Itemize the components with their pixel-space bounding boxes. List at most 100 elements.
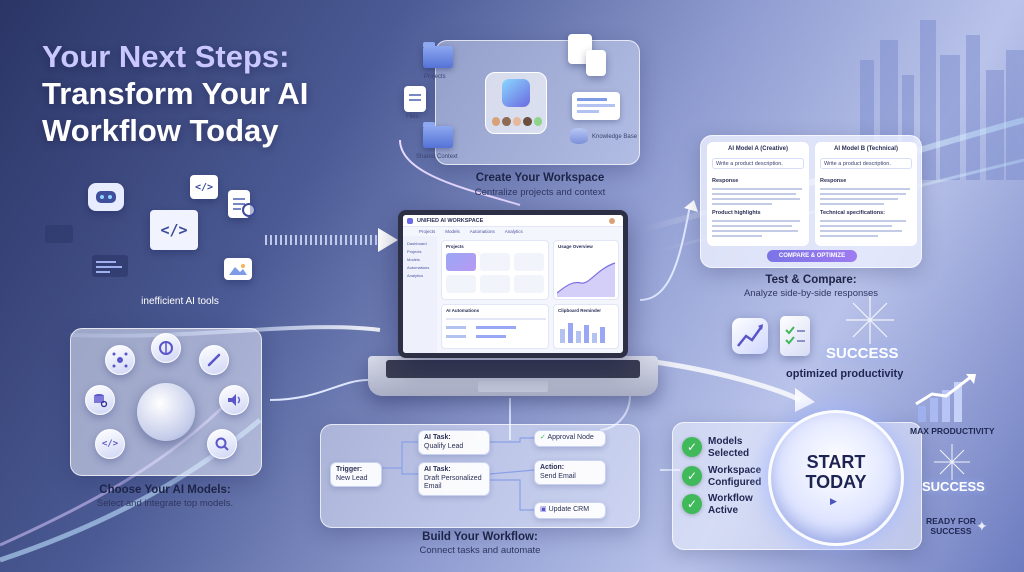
check-icon: ✓ [682, 466, 702, 486]
shared-context-label: Shared Context [416, 154, 458, 160]
page-title: Your Next Steps: Transform Your AI Workf… [42, 38, 372, 149]
model-a-highlights-lines [712, 220, 800, 237]
app-logo-icon [407, 218, 413, 224]
start-today-label[interactable]: START TODAY [768, 452, 904, 492]
project-card[interactable] [480, 253, 510, 271]
terminal-window [92, 255, 128, 277]
sidebar-item-analytics[interactable]: Analytics [407, 273, 424, 278]
start-line-2: TODAY [805, 472, 867, 492]
tab-projects[interactable]: Projects [419, 229, 436, 234]
model-b-specs-label: Technical specifications: [820, 210, 886, 216]
checklist-item-models: Models Selected [708, 436, 749, 460]
approval-label: Approval Node [547, 434, 594, 441]
ready-line-2: SUCCESS [930, 526, 972, 536]
usage-widget: Usage Overview [553, 240, 619, 300]
sparkle-icon [934, 444, 970, 480]
avatar [523, 117, 532, 126]
project-card[interactable] [446, 275, 476, 293]
brush-glyph [207, 353, 221, 367]
database-search-icon[interactable] [85, 385, 115, 415]
search-icon[interactable] [207, 429, 237, 459]
image-glyph [229, 264, 247, 275]
clipboard-widget: Clipboard Reminder [553, 304, 619, 349]
workflow-title: Build Your Workflow: [422, 531, 538, 543]
project-card[interactable] [446, 253, 476, 271]
brain-icon[interactable] [151, 333, 181, 363]
neural-network-glyph [112, 352, 128, 368]
growth-chart-icon [732, 318, 768, 354]
star-sparkle-icon: ✦ [976, 518, 988, 534]
checklist-item-workflow: Workflow Active [708, 493, 753, 517]
user-avatar[interactable] [609, 218, 615, 224]
app-sidebar: Dashboard Projects Models Automations An… [403, 236, 437, 353]
laptop-trackpad [478, 381, 548, 392]
brain-glyph [159, 341, 173, 355]
checklist-workflow-line1: Workflow [708, 493, 753, 504]
model-a-response-label: Response [712, 178, 739, 184]
tab-automations[interactable]: Automations [469, 229, 495, 234]
project-card[interactable] [480, 275, 510, 293]
brush-icon[interactable] [199, 345, 229, 375]
model-selector-dial[interactable] [137, 383, 195, 441]
play-icon[interactable]: ▶ [830, 496, 837, 506]
project-card[interactable] [514, 275, 544, 293]
start-today-button[interactable] [768, 410, 904, 546]
task2-label: AI Task: [424, 466, 451, 473]
model-b-title: AI Model B (Technical) [834, 146, 898, 152]
inefficient-tools-label: inefficient AI tools [141, 296, 219, 307]
files-icon [404, 86, 426, 112]
sidebar-item-dashboard[interactable]: Dashboard [407, 241, 427, 246]
app-title: UNIFIED AI WORKSPACE [417, 218, 484, 224]
success-tagline: optimized productivity [786, 368, 904, 380]
clipboard-glyph [785, 326, 805, 345]
max-productivity-label: MAX PRODUCTIVITY [910, 426, 995, 436]
trigger-node[interactable]: Trigger: New Lead [330, 462, 382, 487]
avatar [502, 117, 511, 126]
image-icon [224, 258, 252, 280]
sidebar-item-models[interactable]: Models [407, 257, 420, 262]
checklist-workspace-line1: Workspace [708, 465, 762, 476]
tab-analytics[interactable]: Analytics [504, 229, 523, 234]
projects-folder-icon [423, 42, 453, 68]
check-icon: ✓ [682, 437, 702, 457]
models-panel: </> [70, 328, 262, 476]
checklist-item-workspace: Workspace Configured [708, 465, 761, 489]
title-line-3: Workflow Today [42, 113, 279, 148]
title-line-2: Transform Your AI [42, 76, 309, 111]
code-window-icon[interactable]: </> [95, 429, 125, 459]
ready-for-success-label: READY FOR SUCCESS [926, 516, 976, 536]
success-right-label: SUCCESS [922, 479, 985, 494]
approval-node[interactable]: ✓ Approval Node [534, 430, 606, 447]
compare-optimize-button[interactable]: COMPARE & OPTIMIZE [767, 250, 857, 262]
clipboard-bars [560, 323, 605, 343]
clipboard-checklist-icon [780, 316, 810, 356]
models-subtitle: Select and integrate top models. [96, 498, 234, 509]
sidebar-item-projects[interactable]: Projects [407, 249, 422, 254]
model-b-specs-lines [820, 220, 906, 237]
speaker-icon[interactable] [219, 385, 249, 415]
trigger-label: Trigger: [336, 466, 363, 473]
terminal-lines [96, 261, 122, 273]
ai-task-draft-node[interactable]: AI Task: Draft Personalized Email [418, 462, 490, 496]
avatar [512, 117, 522, 126]
code-icon-large: </> [150, 210, 198, 250]
sidebar-item-automations[interactable]: Automations [407, 265, 430, 270]
ai-task-qualify-node[interactable]: AI Task: Qualify Lead [418, 430, 490, 455]
usage-chart [557, 262, 616, 297]
task1-value: Qualify Lead [424, 442, 464, 450]
speaker-glyph [228, 394, 241, 406]
update-crm-node[interactable]: ▣ Update CRM [534, 502, 606, 519]
project-card[interactable] [514, 253, 544, 271]
checklist-workspace-line2: Configured [708, 477, 762, 488]
action-value: Send Email [540, 472, 576, 480]
checklist-workflow-line2: Active [708, 505, 739, 516]
crm-icon: ▣ [540, 506, 547, 513]
neural-network-icon[interactable] [105, 345, 135, 375]
code-snippet-window [45, 225, 73, 243]
model-b-prompt: Write a product description. [820, 158, 912, 169]
send-email-node[interactable]: Action: Send Email [534, 460, 606, 485]
workspace-subtitle: Centralize projects and context [474, 187, 606, 198]
app-tabs: Projects Models Automations Analytics [403, 227, 623, 236]
compare-title: Test & Compare: [765, 274, 857, 286]
tab-models[interactable]: Models [445, 229, 460, 234]
